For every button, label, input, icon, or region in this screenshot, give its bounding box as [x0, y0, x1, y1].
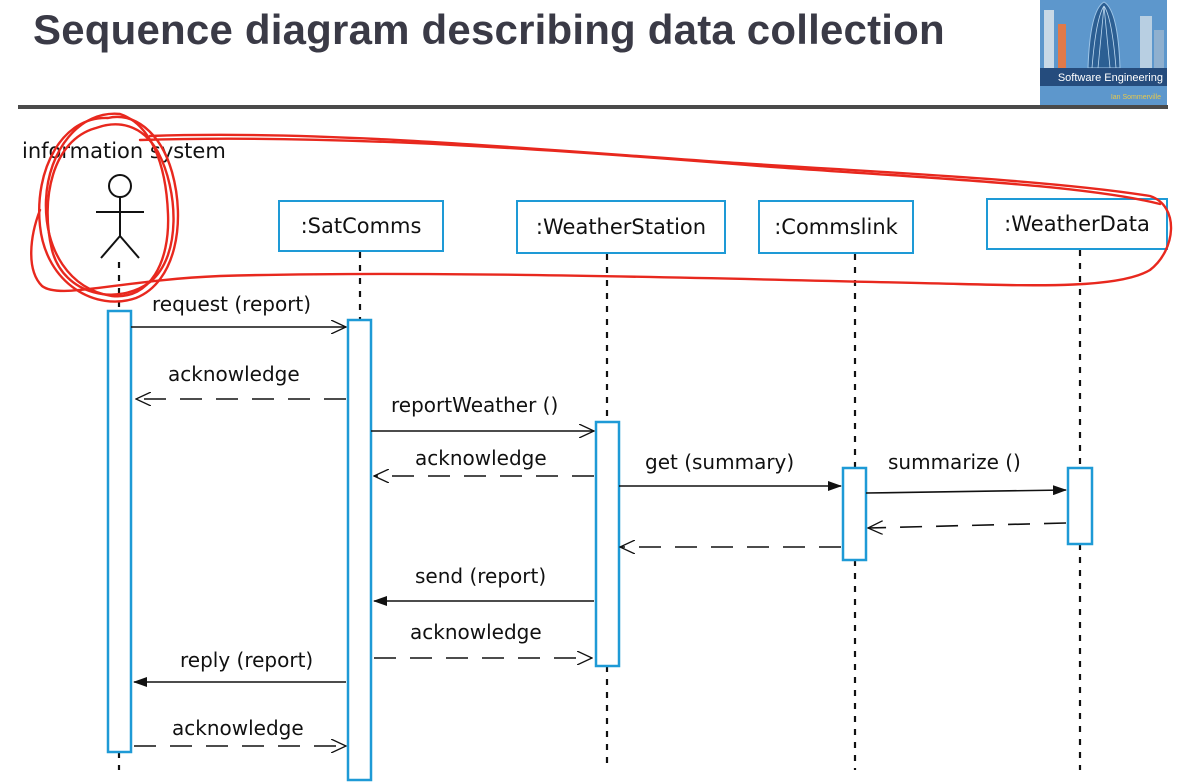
message-label-summarize: summarize () — [888, 450, 1021, 474]
message-label-report-weather: reportWeather () — [391, 393, 559, 417]
message-label-acknowledge-4: acknowledge — [172, 716, 304, 740]
message-label-reply-report: reply (report) — [180, 648, 314, 672]
message-label-get-summary: get (summary) — [645, 450, 795, 474]
message-label-acknowledge-1: acknowledge — [168, 362, 300, 386]
annotation-marks — [30, 112, 1173, 303]
lifeline-weatherstation: :WeatherStation — [516, 200, 726, 254]
activation-weatherstation — [594, 420, 621, 668]
lifeline-satcomms: :SatComms — [278, 200, 444, 252]
slide-title: Sequence diagram describing data collect… — [33, 6, 945, 53]
message-arrow-return-weatherdata — [868, 523, 1067, 528]
message-arrow-summarize — [865, 485, 1067, 496]
message-label-acknowledge-3: acknowledge — [410, 620, 542, 644]
book-title: Software Engineering — [1057, 72, 1163, 84]
annotation-circle-actor-3 — [44, 112, 170, 298]
activation-commslink — [841, 466, 868, 562]
activation-satcomms — [346, 318, 373, 782]
message-label-send-report: send (report) — [415, 564, 547, 588]
book-band — [1040, 68, 1167, 86]
book-cover-image: Software Engineering Ian Sommerville — [1040, 0, 1167, 108]
annotation-loop-header — [30, 133, 1173, 293]
annotation-loop-stroke — [138, 137, 1162, 206]
lifeline-commslink: :Commslink — [758, 200, 914, 254]
annotation-circle-actor-1 — [38, 115, 180, 303]
book-author: Ian Sommerville — [1110, 94, 1161, 101]
message-label-request-report: request (report) — [152, 292, 312, 316]
lifelines — [117, 250, 1082, 770]
stick-figure-icon — [96, 174, 144, 259]
book-cover-art — [1040, 0, 1167, 108]
message-label-acknowledge-2: acknowledge — [415, 446, 547, 470]
lifeline-weatherdata: :WeatherData — [986, 198, 1168, 250]
activation-weatherdata — [1066, 466, 1094, 546]
title-divider — [18, 105, 1168, 109]
activation-actor — [106, 309, 133, 754]
